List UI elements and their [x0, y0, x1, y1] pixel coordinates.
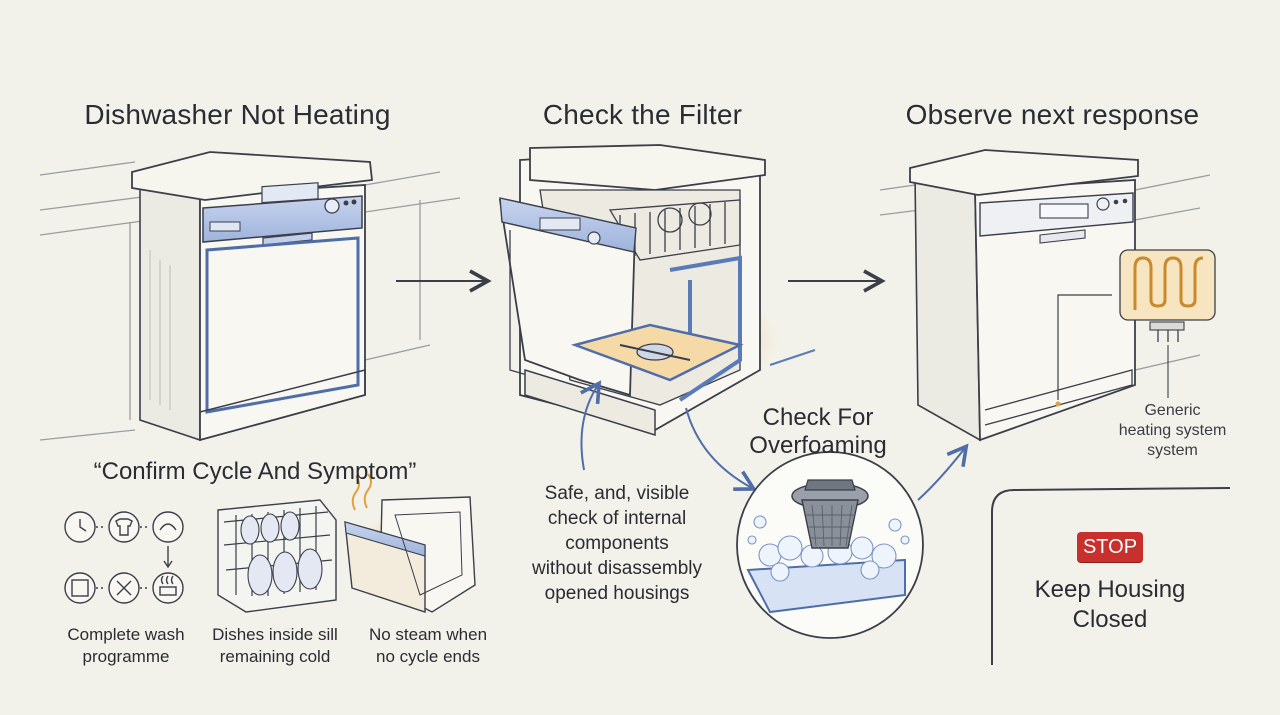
heating-system-label: Generic heating system system	[1118, 402, 1227, 459]
step1-title: Dishwasher Not Heating	[84, 99, 391, 130]
filter-safety-note: Safe, and, visible check of internal com…	[531, 483, 703, 604]
cycle-icon-grid	[64, 511, 184, 604]
step1-dishwasher-illustration	[39, 151, 461, 442]
dishes-icon	[152, 511, 184, 543]
cold-dishes-illustration	[217, 499, 337, 613]
overfoaming-label: Check For Overfoaming	[749, 404, 887, 459]
caption-complete-wash: Complete wash programme	[67, 625, 185, 666]
steam-icon	[152, 572, 184, 604]
overfoaming-arrow	[917, 443, 969, 501]
caption-no-steam: No steam when no cycle ends	[368, 625, 488, 666]
overfoaming-zoom-illustration	[736, 451, 924, 639]
keep-housing-closed-text: Keep Housing Closed	[1034, 576, 1186, 633]
machine-icon	[64, 572, 96, 604]
stop-frame	[991, 487, 1231, 665]
step3-dishwasher-illustration	[879, 149, 1211, 442]
shirt-icon	[108, 511, 140, 543]
step3-title: Observe next response	[905, 99, 1200, 130]
note-arrow	[580, 380, 602, 471]
caption-dishes-cold: Dishes inside sill remaining cold	[212, 625, 338, 666]
step2-title: Check the Filter	[542, 99, 743, 130]
step2-open-dishwasher-illustration	[498, 144, 816, 437]
no-steam-illustration	[344, 473, 476, 613]
heating-element-illustration	[1119, 249, 1216, 398]
filter-detail-arrow	[685, 407, 758, 492]
confirm-heading: “Confirm Cycle And Symptom”	[93, 458, 417, 485]
stop-badge: STOP	[1077, 532, 1143, 562]
